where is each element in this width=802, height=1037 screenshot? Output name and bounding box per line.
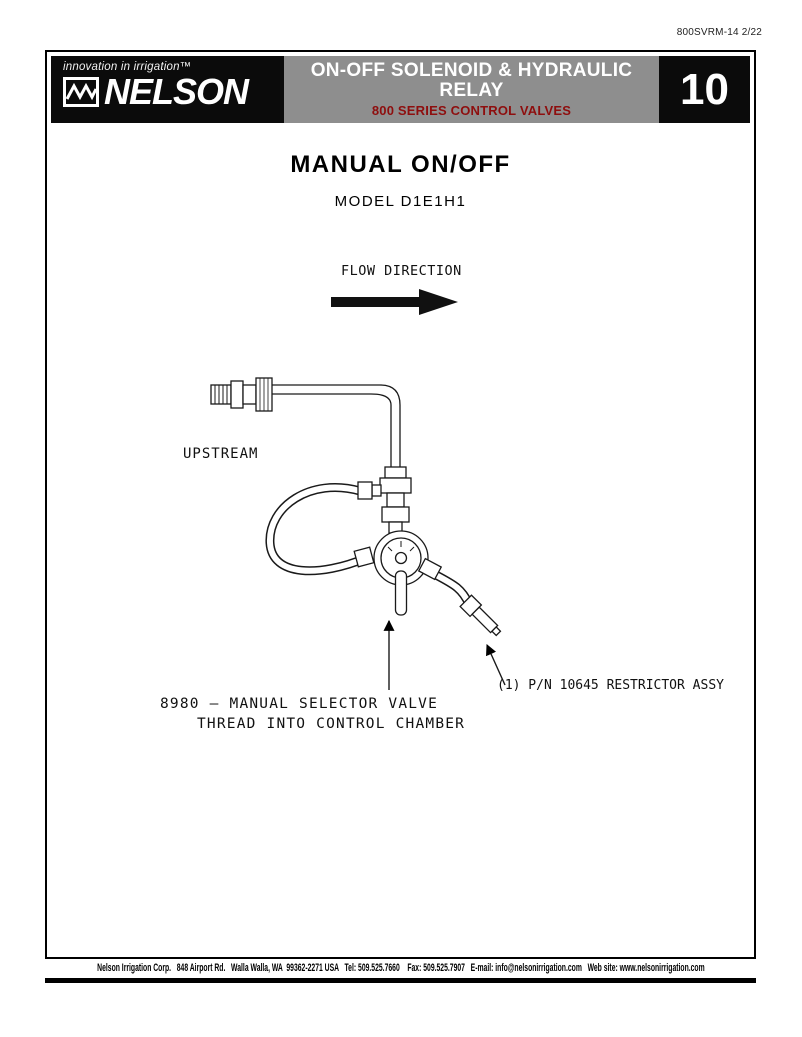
content-frame: innovation in irrigation™ NELSON ON-OFF … — [45, 50, 756, 959]
header-banner: ON-OFF SOLENOID & HYDRAULIC RELAY 800 SE… — [284, 56, 659, 123]
inlet-hose — [265, 482, 368, 576]
doc-code: 800SVRM-14 2/22 — [676, 27, 762, 38]
side-fitting — [357, 481, 382, 500]
restrictor-callout: (1) P/N 10645 RESTRICTOR ASSY — [497, 678, 724, 693]
footer: Nelson Irrigation Corp. 848 Airport Rd. … — [45, 959, 756, 983]
restrictor-assembly — [459, 594, 502, 637]
valve-assembly-drawing — [210, 377, 506, 690]
flow-direction-arrow — [331, 289, 458, 315]
nelson-logo: innovation in irrigation™ NELSON — [51, 56, 284, 123]
header-subtitle: 800 SERIES CONTROL VALVES — [371, 103, 572, 118]
supply-tube — [272, 384, 401, 467]
header-title-line2: RELAY — [439, 80, 504, 101]
elbow-fitting — [210, 377, 273, 412]
page-number-box: 10 — [659, 56, 750, 123]
page-number: 10 — [680, 64, 729, 114]
control-valve-fitting — [379, 466, 412, 534]
selector-valve-callout-line1: 8980 – MANUAL SELECTOR VALVE — [160, 696, 439, 712]
nelson-zigzag-icon — [63, 77, 99, 107]
selector-valve-callout-line2: THREAD INTO CONTROL CHAMBER — [197, 716, 466, 732]
footer-text: Nelson Irrigation Corp. 848 Airport Rd. … — [96, 962, 705, 974]
nelson-tagline: innovation in irrigation™ — [63, 61, 192, 73]
upstream-label: UPSTREAM — [183, 446, 259, 462]
nelson-brand: NELSON — [104, 71, 249, 112]
header-title-line1: ON-OFF SOLENOID & HYDRAULIC — [310, 60, 633, 81]
selector-valve — [353, 530, 443, 616]
model-label: MODEL D1E1H1 — [334, 193, 467, 210]
outlet-hose — [433, 571, 474, 607]
page-title: MANUAL ON/OFF — [290, 151, 511, 178]
flow-direction-label: FLOW DIRECTION — [341, 263, 462, 279]
restrictor-callout-arrow — [486, 643, 506, 686]
selector-valve-handle — [394, 570, 408, 616]
brand-row: NELSON — [63, 74, 274, 110]
